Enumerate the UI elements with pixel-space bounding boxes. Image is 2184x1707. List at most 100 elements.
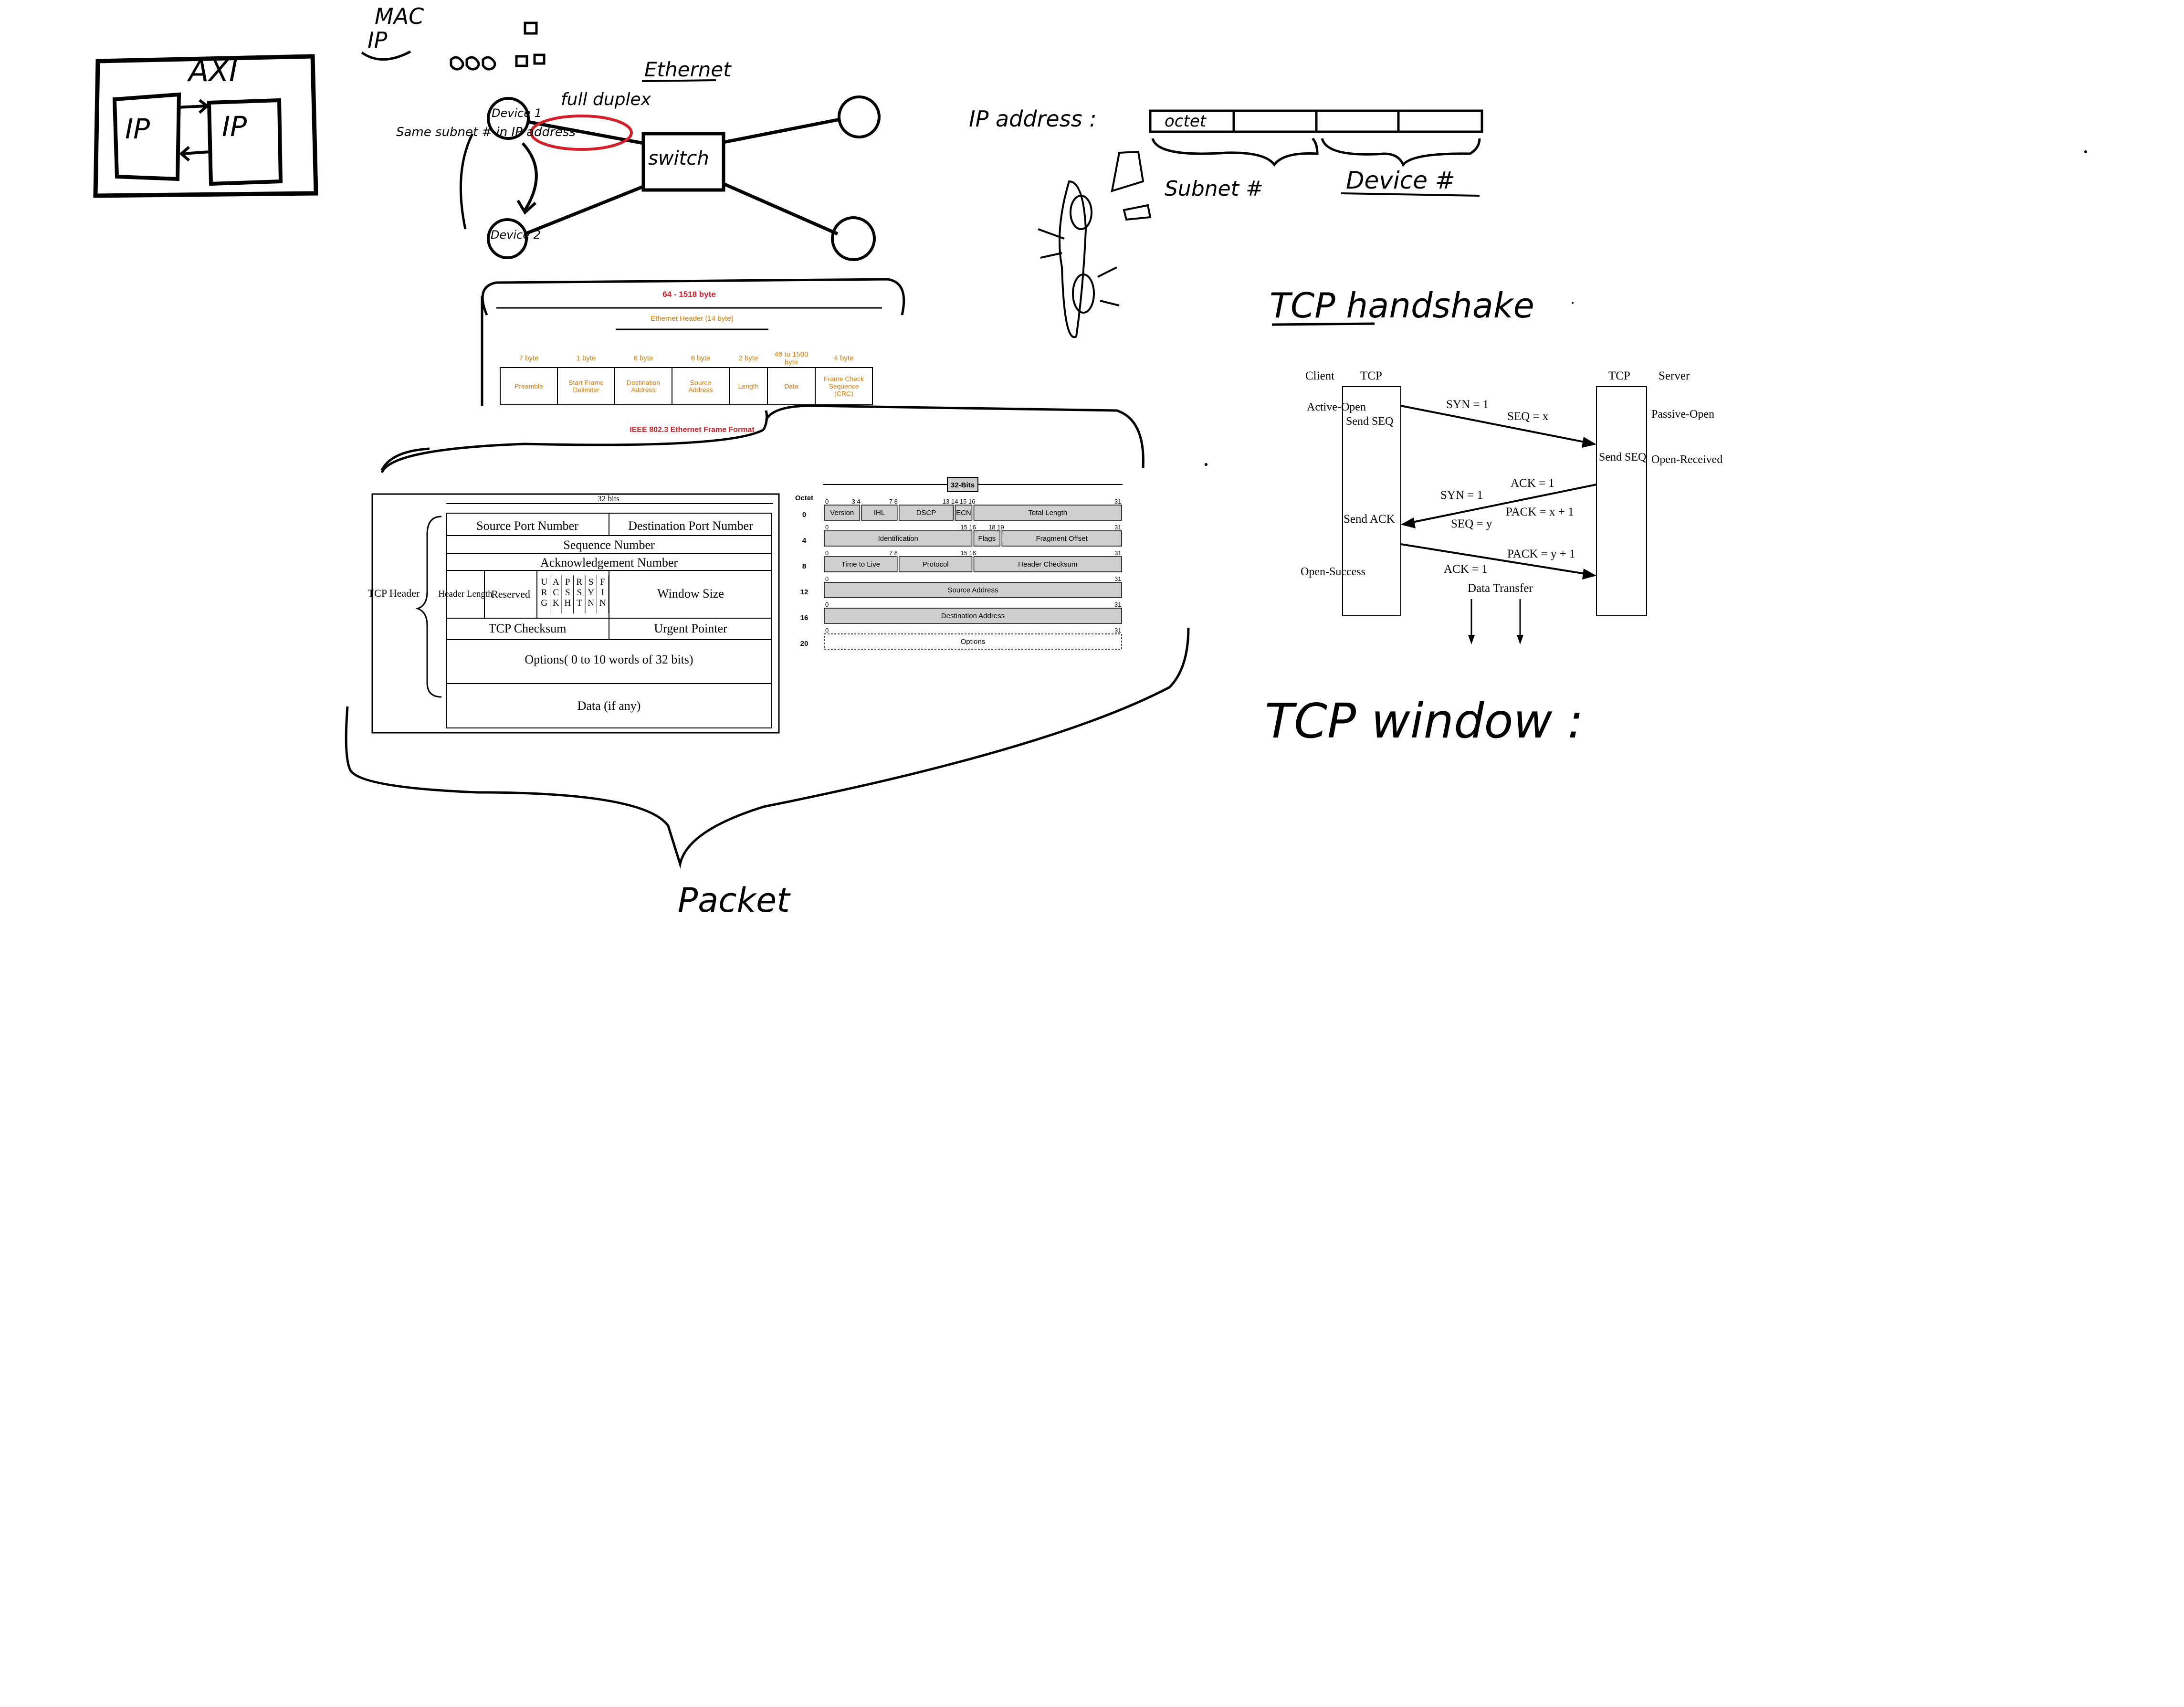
active-open-label: Active-Open (1307, 401, 1366, 413)
syn1-b-label: SYN = 1 (1440, 489, 1483, 502)
client-label: Client (1305, 369, 1334, 382)
ip-right-box (207, 98, 283, 186)
doodle-figure (1038, 150, 1152, 338)
ip-address-sketch: IP address : octet Subnet # Device # (969, 106, 1483, 338)
eth-field-size: 4 byte (834, 354, 854, 362)
ip-field-cell (824, 633, 1122, 650)
ack-arrow (1400, 543, 1595, 576)
ip-octet-number: 0 (802, 511, 806, 519)
device-1-label: Device 1 (492, 106, 542, 120)
eth-field-size: 6 byte (634, 354, 653, 362)
tcp-handshake-sketch: TCP handshake · (1270, 285, 1575, 326)
brace-mark (380, 447, 430, 471)
server-label: Server (1659, 369, 1690, 382)
full-duplex-highlight (530, 115, 633, 151)
ip-bit-mark: 18 19 (988, 524, 1004, 531)
send-seq-left-label: Send SEQ (1346, 415, 1393, 428)
ip-field-cell (899, 505, 954, 521)
ip-field-cell (824, 608, 1122, 624)
link-line (723, 117, 840, 144)
ip-field-cell (824, 582, 1122, 598)
syn-ack-arrow (1403, 484, 1597, 525)
reserved-field: Reserved (491, 588, 530, 600)
ip-bit-mark: 13 14 15 16 (943, 498, 976, 505)
ip-field-name: Identification (878, 535, 918, 543)
tcp-header-brace (415, 516, 442, 698)
ip-bit-mark: 31 (1114, 498, 1121, 505)
dots-doodle (450, 56, 496, 71)
ip-field-cell (861, 505, 898, 521)
ip-bit-mark: 31 (1114, 549, 1121, 557)
window-size-field: Window Size (657, 587, 724, 601)
square-doodle (524, 21, 538, 35)
tcp-header-side-label: TCP Header (368, 587, 420, 599)
seq-y-label: SEQ = y (1451, 517, 1492, 530)
ip-field-name: Flags (978, 535, 996, 543)
ip-bit-mark: 0 (825, 627, 829, 634)
packet-brace: Packet (345, 447, 1190, 920)
ip-field-name: Total Length (1028, 509, 1067, 517)
switch-box (641, 132, 725, 192)
total-size-label: 64 - 1518 byte (662, 290, 716, 299)
eth-field-cell (614, 367, 672, 405)
ip-field-cell (973, 530, 1001, 547)
ip-left-label: IP (125, 113, 150, 145)
ip-bit-mark: 0 (825, 498, 829, 505)
ip-field-cell (824, 530, 973, 547)
ip-field-name: Destination Address (941, 612, 1005, 620)
underline-mark (641, 79, 716, 82)
data-transfer-label: Data Transfer (1468, 582, 1533, 595)
ip-field-name: Version (830, 509, 854, 517)
ip-bit-mark: 15 16 (960, 524, 976, 531)
underline-mark (361, 50, 411, 61)
ip-field-cell (973, 505, 1122, 521)
ip-field-cell (973, 556, 1122, 572)
ip-field-cell (824, 505, 861, 521)
server-tcp-column (1596, 386, 1647, 616)
octet-label: octet (1165, 112, 1207, 131)
eth-field-cell (729, 367, 768, 405)
device-1-node (487, 97, 530, 140)
send-seq-right-label: Send SEQ (1599, 451, 1646, 464)
seq-x-label: SEQ = x (1507, 410, 1549, 423)
tcp-left-label: TCP (1360, 369, 1382, 382)
ip-field-name: Time to Live (841, 560, 880, 569)
ip-bit-mark: 0 (825, 549, 829, 557)
tcp-width-label: 32 bits (598, 494, 620, 503)
ip-field-name: Header Checksum (1018, 560, 1077, 569)
tcp-handshake-title: TCP handshake (1270, 285, 1534, 326)
stray-dot (2084, 150, 2087, 153)
ip-bit-mark: 0 (825, 601, 829, 608)
ip-field-cell (1001, 530, 1122, 547)
ip-field-name: DSCP (916, 509, 936, 517)
link-line (723, 182, 839, 236)
ip-bit-mark: 7 8 (889, 549, 898, 557)
ip-octet-number: 4 (802, 537, 807, 545)
client-tcp-column (1342, 386, 1401, 616)
device-brace (1321, 138, 1481, 167)
send-ack-label: Send ACK (1344, 513, 1395, 526)
urgent-pointer-field: Urgent Pointer (654, 622, 727, 635)
link-line (524, 184, 645, 236)
eth-field-name: Length (738, 382, 759, 390)
eth-field-cell (672, 367, 730, 405)
eth-field-size: 7 byte (519, 354, 539, 362)
device-2-node (487, 218, 528, 259)
ip-field-name: Source Address (948, 586, 998, 594)
ack-field: Acknowledgement Number (540, 556, 678, 569)
ethernet-frame-figure: 64 - 1518 byte Ethernet Header (14 byte)… (380, 278, 1144, 474)
eth-field-cell (500, 367, 558, 405)
brace-mark (459, 133, 474, 230)
open-success-label: Open-Success (1301, 566, 1365, 578)
tcp-header-figure: 32 bits TCP Header Source Port Number De… (368, 493, 780, 734)
ip-bit-mark: 3 4 (852, 498, 861, 505)
